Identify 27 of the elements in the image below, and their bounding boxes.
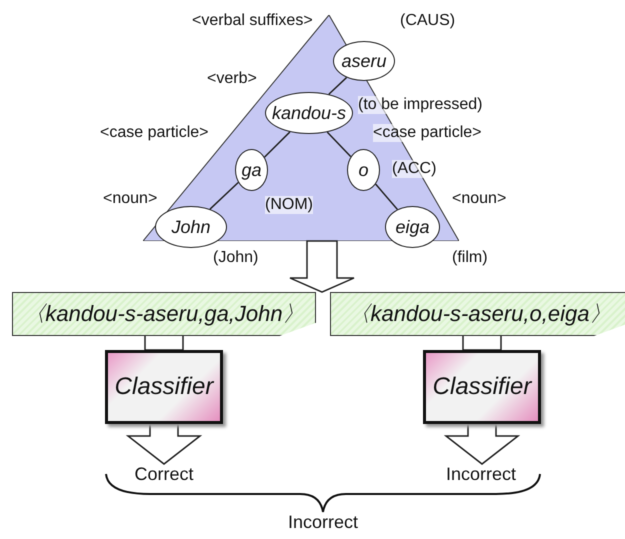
word-ellipse: aseru xyxy=(333,41,395,81)
tuple-banner: 〈kandou-s-aseru,ga,John〉 xyxy=(12,292,316,336)
result-text: Correct xyxy=(118,464,210,488)
gloss-text: (CAUS) xyxy=(400,12,456,30)
summary-text: Incorrect xyxy=(286,512,360,533)
tuple-banner: 〈kandou-s-aseru,o,eiga〉 xyxy=(330,292,625,336)
result-text: Incorrect xyxy=(435,464,527,488)
tree-line xyxy=(264,131,290,158)
connector-tab xyxy=(462,335,502,351)
classifier-box: Classifier xyxy=(105,350,223,424)
tree-line xyxy=(375,184,398,210)
block-arrow xyxy=(444,423,520,465)
gloss-text: (ACC) xyxy=(392,160,436,178)
word-ellipse: John xyxy=(155,206,227,248)
classifier-box: Classifier xyxy=(423,350,541,424)
gloss-text: (NOM) xyxy=(265,196,313,214)
gloss-text: (John) xyxy=(213,249,258,267)
category-tag: <case particle> xyxy=(373,124,482,142)
tree-line xyxy=(326,132,352,158)
tree-line xyxy=(328,76,348,95)
block-arrow xyxy=(126,423,202,465)
connector-tab xyxy=(144,335,184,351)
gloss-text: (film) xyxy=(452,249,488,267)
block-arrow xyxy=(289,240,355,293)
gloss-text: (to be impressed) xyxy=(358,96,482,114)
category-tag: <case particle> xyxy=(100,124,209,142)
tree-line xyxy=(209,182,239,210)
